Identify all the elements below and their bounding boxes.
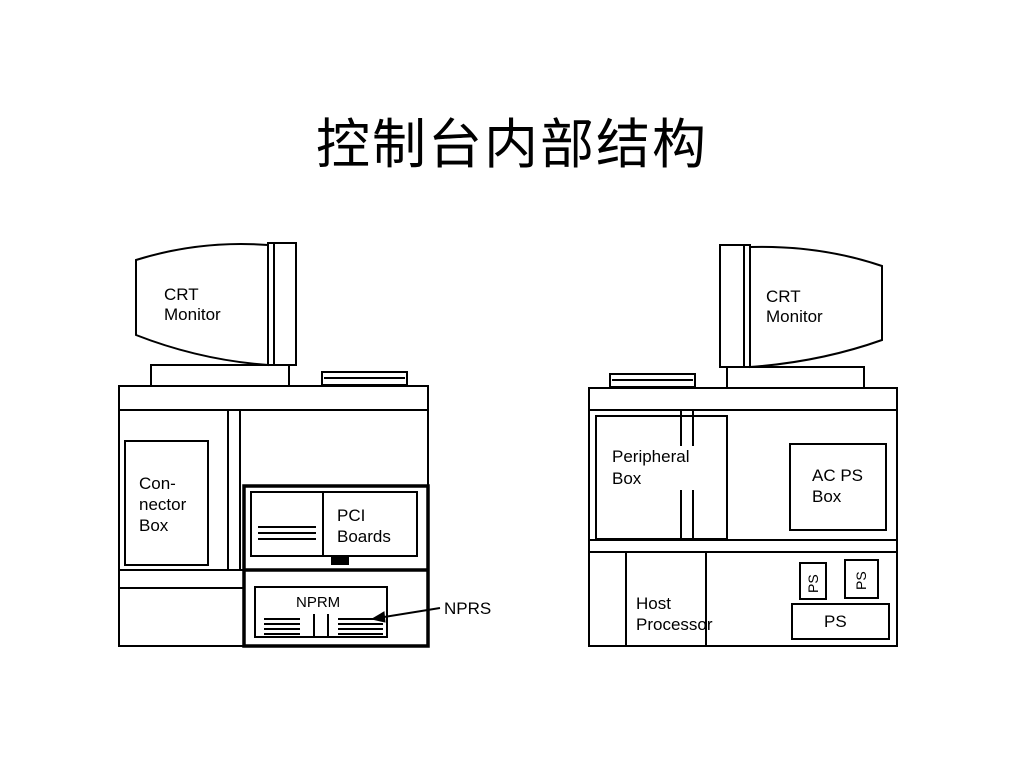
left-nprm-box	[254, 586, 388, 638]
left-pci-label-1: PCI	[337, 506, 365, 525]
right-peripheral-label-1: Peripheral	[612, 447, 690, 466]
right-peripheral-label-2: Box	[612, 469, 642, 488]
left-connector-box	[124, 440, 209, 566]
right-ps-main-label: PS	[824, 612, 847, 631]
right-monitor-label-2: Monitor	[766, 307, 823, 326]
left-connector-label-3: Box	[139, 516, 169, 535]
right-acps-box	[789, 443, 887, 531]
left-connector-label-2: nector	[139, 495, 187, 514]
right-acps-label-2: Box	[812, 487, 842, 506]
right-ps-main	[791, 603, 890, 640]
left-nprm-label: NPRM	[296, 594, 340, 611]
left-crt-monitor	[135, 242, 297, 367]
left-monitor-base	[150, 364, 290, 387]
left-monitor-label-2: Monitor	[164, 305, 221, 324]
nprs-arrow-head	[370, 611, 386, 623]
right-ps-small-2	[844, 559, 879, 599]
right-cabinet	[588, 387, 898, 647]
right-host-processor	[625, 551, 707, 647]
left-pci-label-2: Boards	[337, 527, 391, 546]
page-title: 控制台内部结构	[316, 113, 708, 176]
right-monitor-base	[726, 366, 865, 389]
left-pci-boards	[250, 491, 418, 557]
right-host-label-1: Host	[636, 594, 671, 613]
right-console	[588, 244, 898, 647]
left-nprs-label: NPRS	[444, 599, 491, 618]
left-console	[118, 242, 441, 648]
right-crt-monitor	[719, 244, 883, 369]
right-monitor-label-1: CRT	[766, 287, 801, 306]
left-monitor-label-1: CRT	[164, 285, 199, 304]
left-pci-nprm-area	[242, 484, 430, 648]
right-ps-small-2-label: PS	[853, 571, 869, 590]
right-ps-small-1	[799, 562, 827, 600]
nprs-pointer-line	[377, 607, 441, 619]
right-acps-label-1: AC PS	[812, 466, 863, 485]
right-ps-small-1-label: PS	[805, 574, 821, 593]
right-host-label-2: Processor	[636, 615, 713, 634]
right-peripheral-box	[595, 415, 728, 540]
left-connector-label-1: Con-	[139, 474, 176, 493]
